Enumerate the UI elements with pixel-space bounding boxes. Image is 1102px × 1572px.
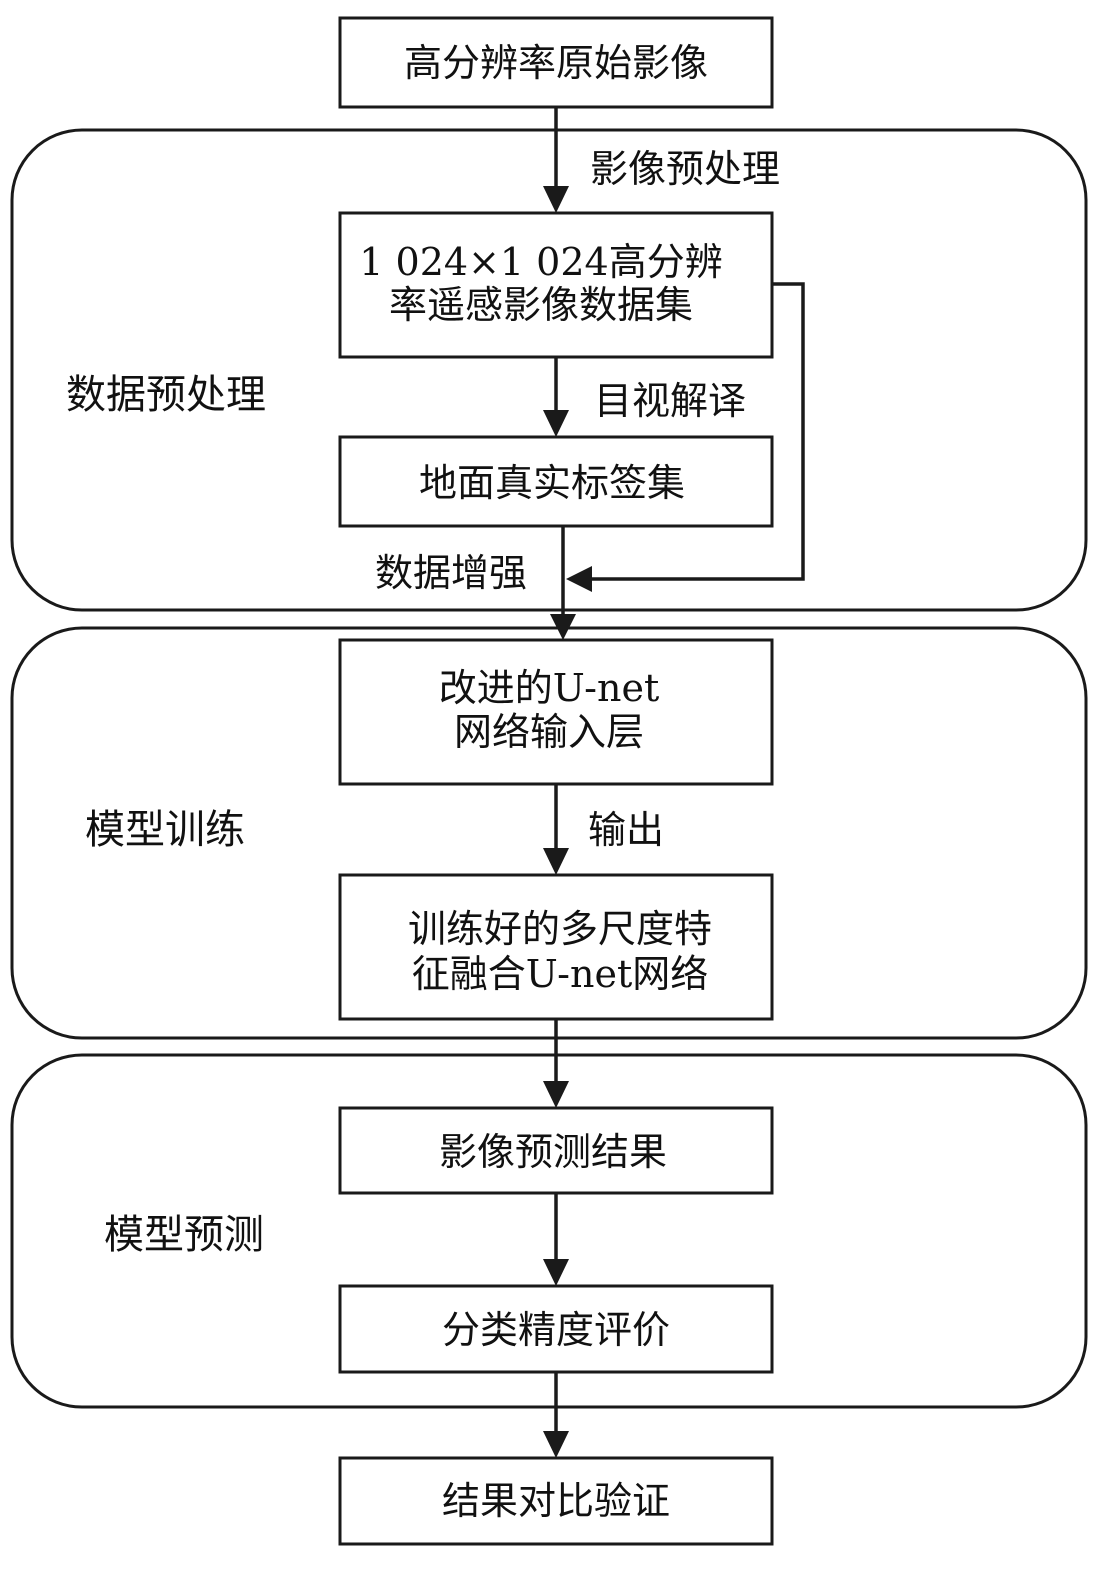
node-prediction-result-label: 影像预测结果 (439, 1130, 667, 1174)
node-prediction-result (338, 1106, 774, 1195)
node-labels (338, 435, 774, 528)
edge-label-output: 输出 (588, 808, 664, 852)
arrowhead-unet-input (550, 614, 576, 640)
node-comparison (338, 1456, 774, 1546)
node-dataset-label-line1: 1 024×1 024高分辨 (359, 240, 722, 284)
arrowhead-eval (543, 1259, 569, 1286)
group-label-prediction: 模型预测 (104, 1212, 264, 1258)
arrowhead-dataset (543, 186, 569, 213)
group-label-preprocess: 数据预处理 (66, 372, 266, 418)
arrowhead-prediction (543, 1081, 569, 1108)
node-raw-image-label: 高分辨率原始影像 (404, 41, 708, 85)
arrowhead-augment-merge (566, 566, 592, 592)
group-frame-prediction (10, 1053, 1088, 1409)
node-trained-unet-label-line1: 训练好的多尺度特 (408, 907, 712, 951)
node-trained-unet (338, 873, 774, 1021)
node-unet-input (338, 638, 774, 786)
node-unet-input-label-line2: 网络输入层 (454, 710, 644, 754)
edge-label-augmentation: 数据增强 (375, 551, 527, 595)
edge-label-preprocessing: 影像预处理 (590, 147, 780, 191)
node-labels-label: 地面真实标签集 (419, 461, 685, 505)
arrowhead-trained (543, 848, 569, 875)
arrowhead-comparison (543, 1431, 569, 1458)
group-frame-training (10, 626, 1088, 1040)
edge-label-interpretation: 目视解译 (594, 379, 746, 423)
group-frame-preprocess (10, 128, 1088, 612)
node-dataset-label-line2: 率遥感影像数据集 (389, 283, 693, 327)
arrowhead-labels (543, 410, 569, 437)
node-comparison-label: 结果对比验证 (442, 1479, 670, 1523)
edge-dataset-augment-bypass (588, 282, 805, 581)
node-unet-input-label-line1: 改进的U-net (439, 666, 659, 710)
node-dataset (338, 211, 774, 359)
node-accuracy-eval (338, 1284, 774, 1374)
node-accuracy-eval-label: 分类精度评价 (442, 1308, 670, 1352)
node-raw-image (338, 16, 774, 109)
group-label-training: 模型训练 (85, 807, 245, 853)
node-trained-unet-label-line2: 征融合U-net网络 (412, 952, 708, 996)
